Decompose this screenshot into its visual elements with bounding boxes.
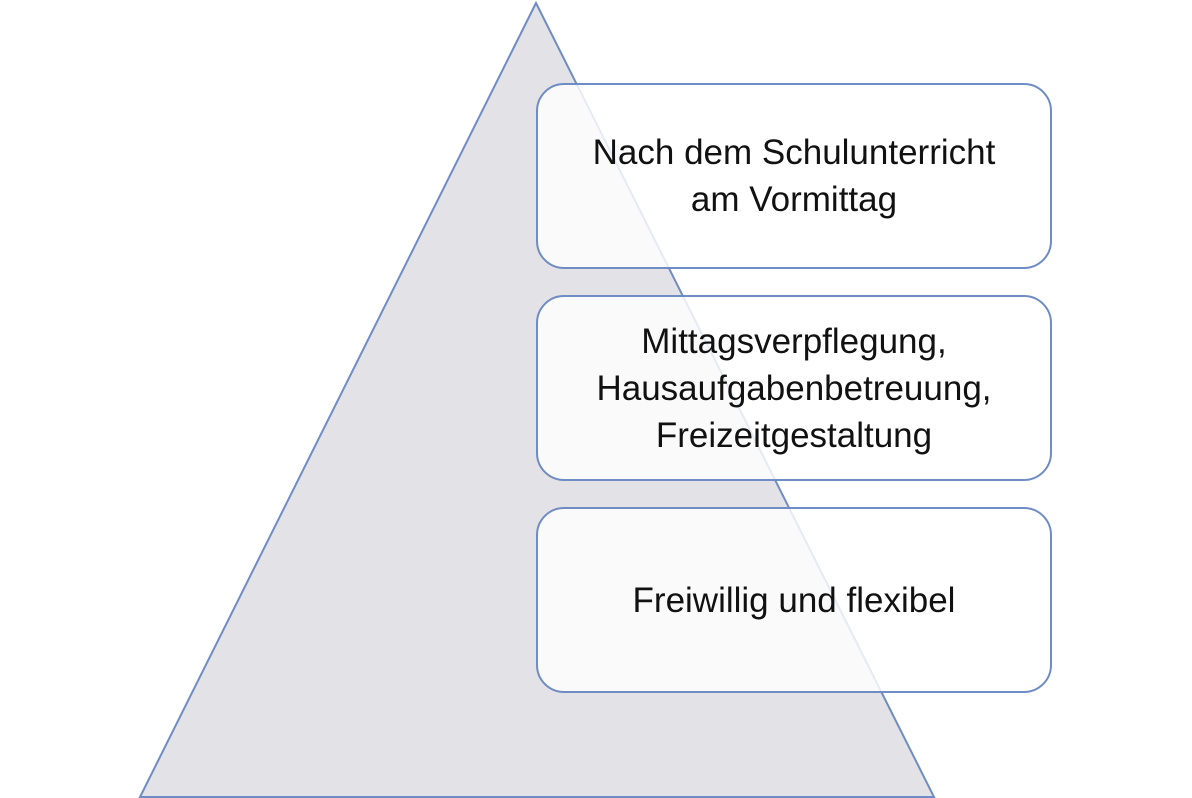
pyramid-level-3-box: Freiwillig und flexibel	[536, 507, 1052, 693]
pyramid-level-3-text: Freiwillig und flexibel	[632, 580, 956, 620]
pyramid-level-2-box: Mittagsverpflegung, Hausaufgabenbetreuun…	[536, 295, 1052, 481]
pyramid-level-1-text: Nach dem Schulunterricht am Vormittag	[592, 133, 996, 219]
pyramid-level-1-box: Nach dem Schulunterricht am Vormittag	[536, 83, 1052, 269]
pyramid-level-2-text: Mittagsverpflegung, Hausaufgabenbetreuun…	[596, 321, 992, 455]
